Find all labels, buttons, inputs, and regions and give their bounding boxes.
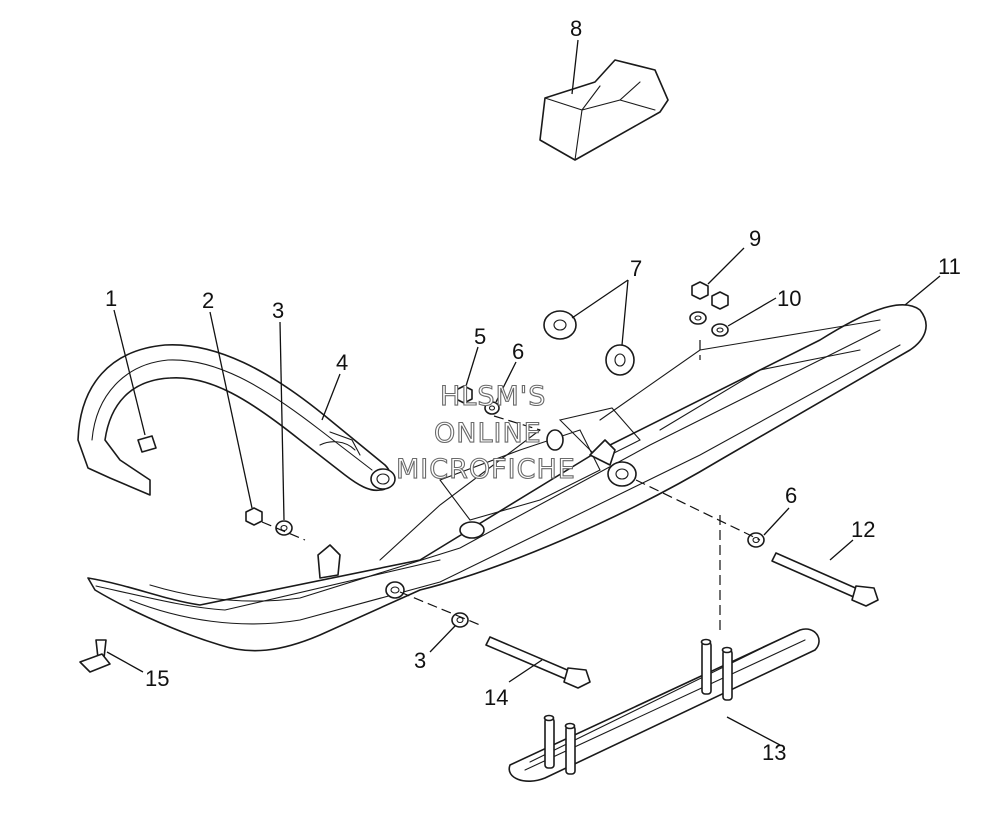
callout-9: 9 (749, 226, 761, 251)
callout-10: 10 (777, 286, 801, 311)
part-4-ski-loop (77, 344, 396, 496)
callout-6-lower: 6 (785, 483, 797, 508)
callout-7: 7 (630, 256, 642, 281)
watermark: HLSM'S ONLINE MICROFICHE (395, 380, 576, 485)
part-3-washer-upper (275, 520, 293, 536)
part-14-bolt (485, 636, 591, 689)
part-15-pin (79, 639, 111, 673)
watermark-line-1: HLSM'S (440, 381, 546, 412)
part-6-washer-upper (484, 401, 500, 415)
callout-14: 14 (484, 685, 508, 710)
watermark-line-3: MICROFICHE (396, 454, 576, 485)
callout-11: 11 (938, 254, 961, 279)
callout-1: 1 (105, 286, 117, 311)
part-13-runner (508, 628, 820, 782)
callout-2: 2 (202, 288, 214, 313)
callout-5: 5 (474, 324, 486, 349)
callout-numbers: 1 2 3 4 5 6 7 8 9 10 11 6 12 3 14 13 15 (105, 16, 961, 765)
part-7-bushings (543, 310, 635, 376)
callout-3-lower: 3 (414, 648, 426, 673)
leader-lines (106, 39, 941, 746)
part-10-washers (689, 311, 729, 337)
callout-8: 8 (570, 16, 582, 41)
part-11-ski (87, 304, 927, 652)
part-2-nut (245, 507, 263, 526)
callout-12: 12 (851, 517, 875, 542)
part-8-ski-saddle (539, 59, 669, 161)
callout-13: 13 (762, 740, 786, 765)
callout-4: 4 (336, 350, 348, 375)
watermark-line-2: ONLINE (434, 418, 542, 449)
part-9-nuts (691, 281, 729, 310)
assembly-lines (261, 340, 761, 630)
part-5-nut (455, 385, 473, 404)
part-12-bolt (771, 552, 879, 607)
callout-3-upper: 3 (272, 298, 284, 323)
part-1-decal (137, 435, 157, 453)
callout-15: 15 (145, 666, 169, 691)
callout-6-upper: 6 (512, 339, 524, 364)
part-3-washer-lower (451, 612, 469, 628)
